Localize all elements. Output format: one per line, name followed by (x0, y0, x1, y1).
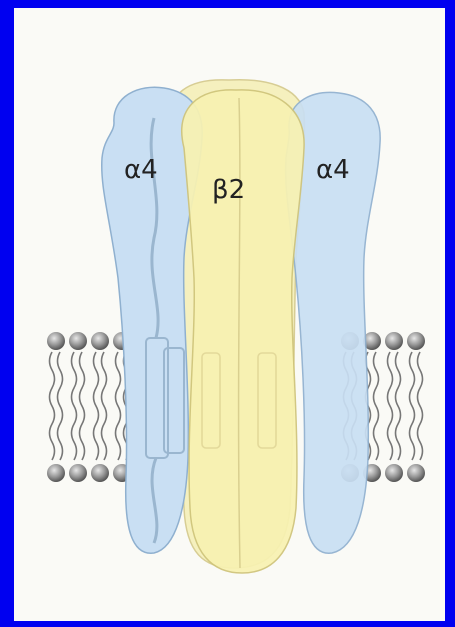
lipid-heads-bottom-left (47, 464, 131, 482)
membrane-left (47, 332, 131, 482)
beta2-label: β2 (212, 175, 245, 205)
receptor-diagram: α4 β2 α4 (14, 8, 445, 621)
lipid-heads-top-left (47, 332, 131, 350)
alpha4-left-label: α4 (124, 155, 158, 185)
beta2-subunit-front (182, 90, 304, 573)
lipid-tails-left (50, 352, 129, 460)
diagram-canvas: α4 β2 α4 (14, 8, 445, 621)
alpha4-right-label: α4 (316, 155, 350, 185)
